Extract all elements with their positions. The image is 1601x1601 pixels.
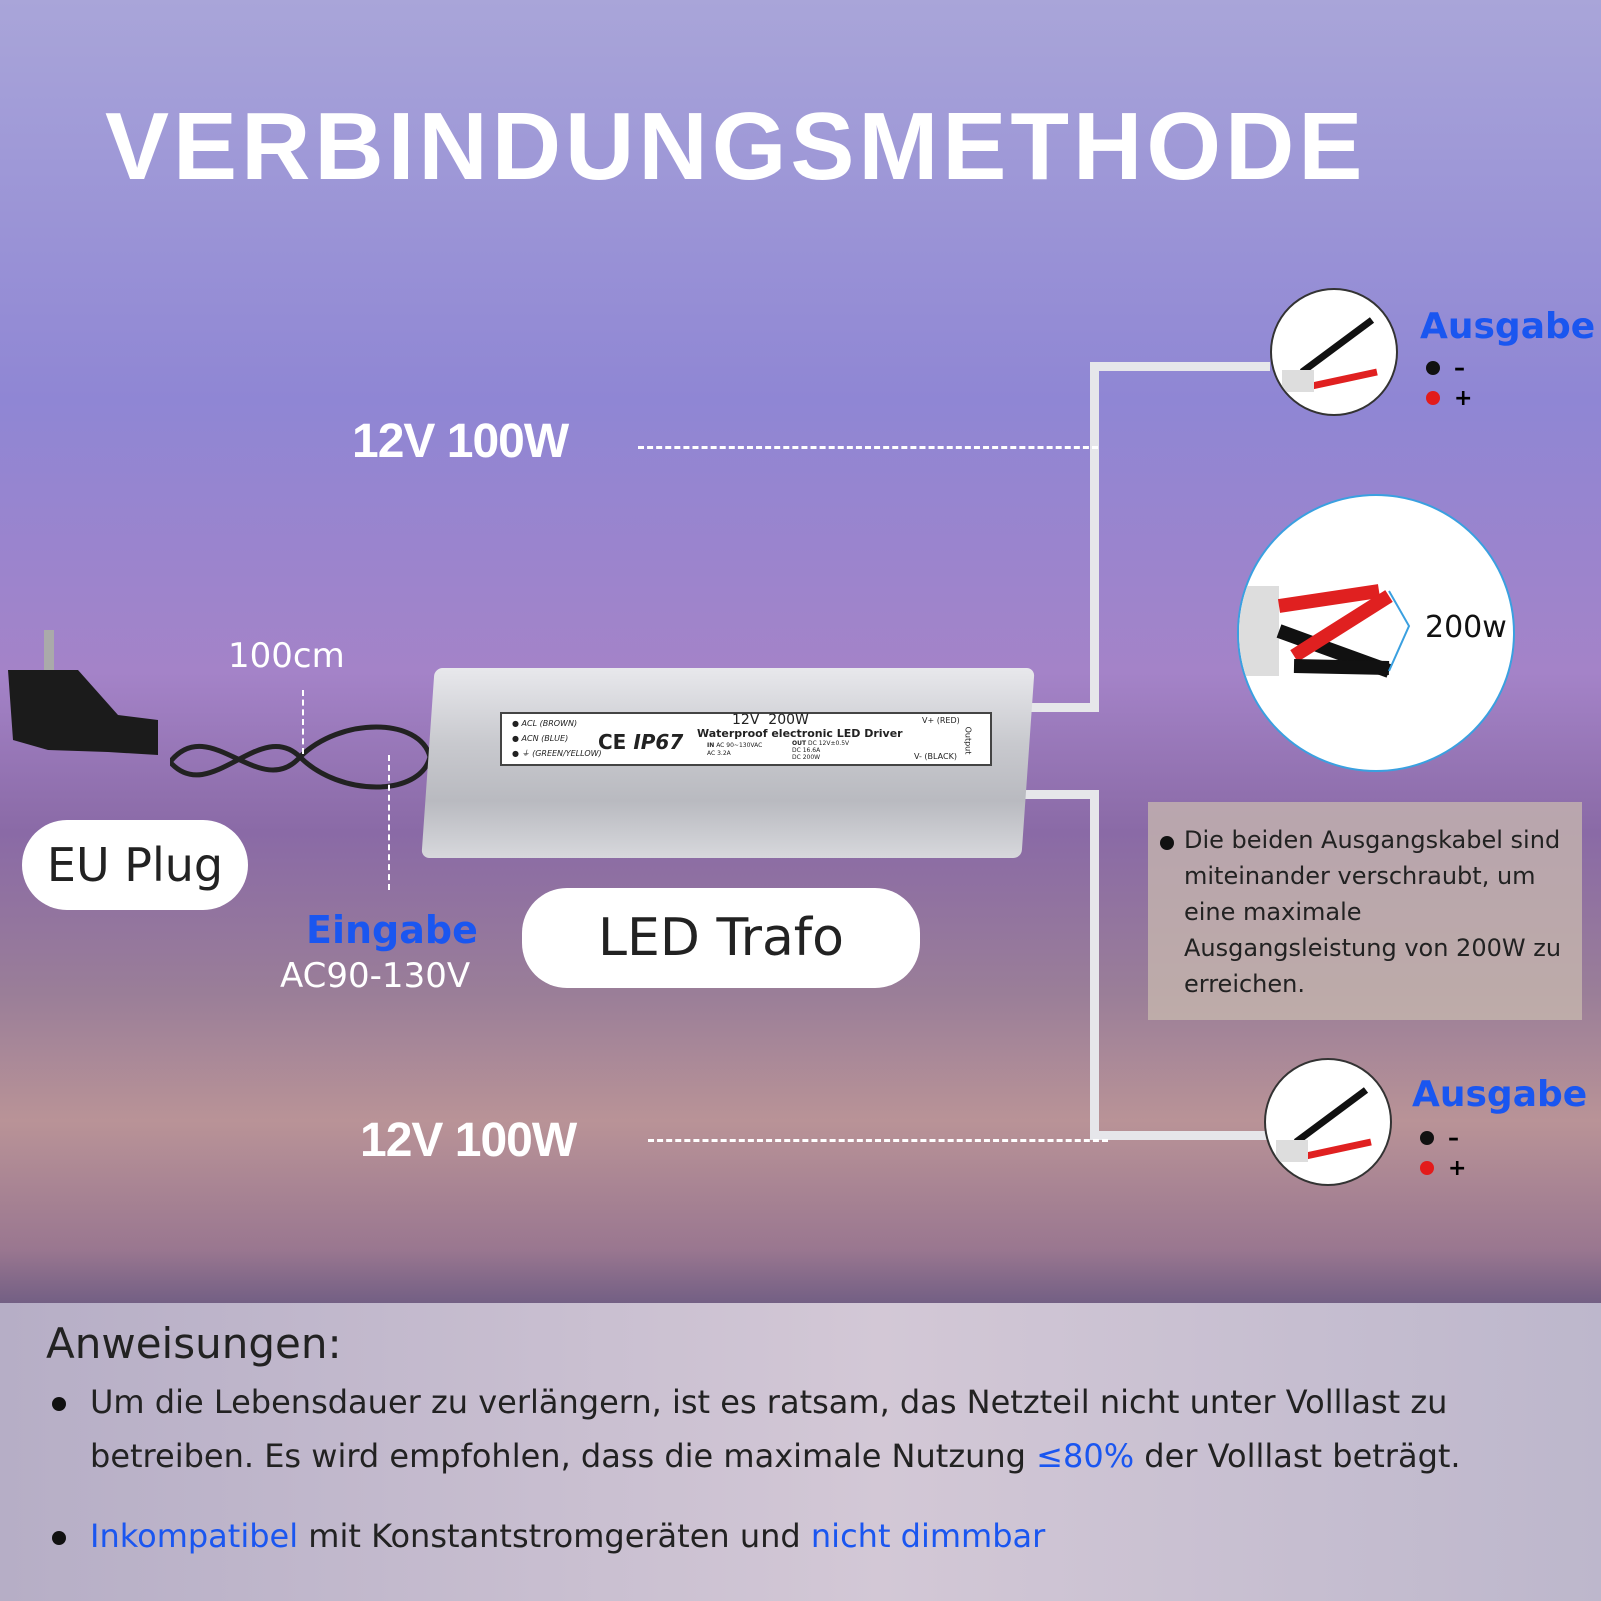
- ip-rating: IP67: [633, 730, 684, 754]
- wire-bot-v: [1090, 790, 1099, 1140]
- wire-top-h2: [1010, 703, 1099, 712]
- label-out-p: DC 200W: [792, 754, 821, 761]
- label-in-a: AC 3.2A: [707, 750, 731, 757]
- output-bottom-label: Ausgabe: [1412, 1074, 1588, 1115]
- output-bottom-minus: –: [1420, 1126, 1459, 1151]
- label-vminus: V- (BLACK): [914, 752, 957, 761]
- output-top-minus: –: [1426, 356, 1465, 381]
- ce-mark: CE: [598, 730, 627, 754]
- combined-power-label: 200w: [1425, 610, 1507, 645]
- input-voltage: AC90-130V: [280, 956, 471, 996]
- wire-bot-h2: [1010, 790, 1099, 799]
- instruction-item-2: Inkompatibel mit Konstantstromgeräten un…: [52, 1509, 1045, 1563]
- driver-label-plate: ● ACL (BROWN) ● ACN (BLUE) ● ⏚ (GREEN/YE…: [500, 712, 992, 766]
- label-acl: ● ACL (BROWN): [512, 719, 578, 728]
- label-out-a: DC 16.6A: [792, 747, 821, 754]
- output-bottom-plus: +: [1420, 1156, 1466, 1181]
- note-text: Die beiden Ausgangskabel sind miteinande…: [1184, 826, 1562, 998]
- page-title: VERBINDUNGSMETHODE: [105, 93, 1367, 200]
- combined-cable-image: [1237, 494, 1515, 772]
- output-cable-top-image: [1270, 288, 1398, 416]
- output-top-voltage: 12V 100W: [352, 415, 569, 468]
- cable-length-label: 100cm: [228, 636, 345, 676]
- eu-plug-image: [8, 630, 168, 770]
- dashed-line-top: [638, 446, 1098, 449]
- eu-plug-label: EU Plug: [22, 820, 248, 910]
- output-wire-top: [1010, 362, 1270, 712]
- label-vplus: V+ (RED): [922, 716, 960, 725]
- label-in: IN: [707, 742, 715, 749]
- output-bottom-voltage: 12V 100W: [360, 1114, 577, 1167]
- label-out: OUT: [792, 740, 807, 747]
- label-out-v: DC 12V±0.5V: [808, 740, 850, 747]
- label-in-v: AC 90~130VAC: [716, 742, 763, 749]
- wire-bot-h: [1090, 1131, 1270, 1140]
- combined-output-note: Die beiden Ausgangskabel sind miteinande…: [1148, 802, 1582, 1020]
- label-name: Waterproof electronic LED Driver: [697, 727, 903, 740]
- length-marker: [302, 690, 304, 754]
- input-label: Eingabe: [306, 908, 478, 952]
- input-marker: [388, 755, 390, 890]
- output-top-label: Ausgabe: [1420, 306, 1596, 347]
- wire-top-h: [1090, 362, 1270, 371]
- instructions-panel: Anweisungen: Um die Lebensdauer zu verlä…: [0, 1303, 1601, 1601]
- instruction-item-1: Um die Lebensdauer zu verlängern, ist es…: [52, 1375, 1570, 1483]
- label-acn: ● ACN (BLUE): [512, 734, 569, 743]
- label-output: Output: [963, 726, 973, 755]
- instructions-heading: Anweisungen:: [46, 1319, 342, 1368]
- dashed-line-bottom: [648, 1139, 1108, 1142]
- wire-top-v: [1090, 362, 1099, 712]
- label-ground: ● ⏚ (GREEN/YELLOW): [512, 749, 602, 758]
- output-cable-bottom-image: [1264, 1058, 1392, 1186]
- label-rating: 12V 200W: [732, 712, 809, 728]
- output-top-plus: +: [1426, 386, 1472, 411]
- coiled-cable: [168, 722, 440, 792]
- led-trafo-label: LED Trafo: [522, 888, 920, 988]
